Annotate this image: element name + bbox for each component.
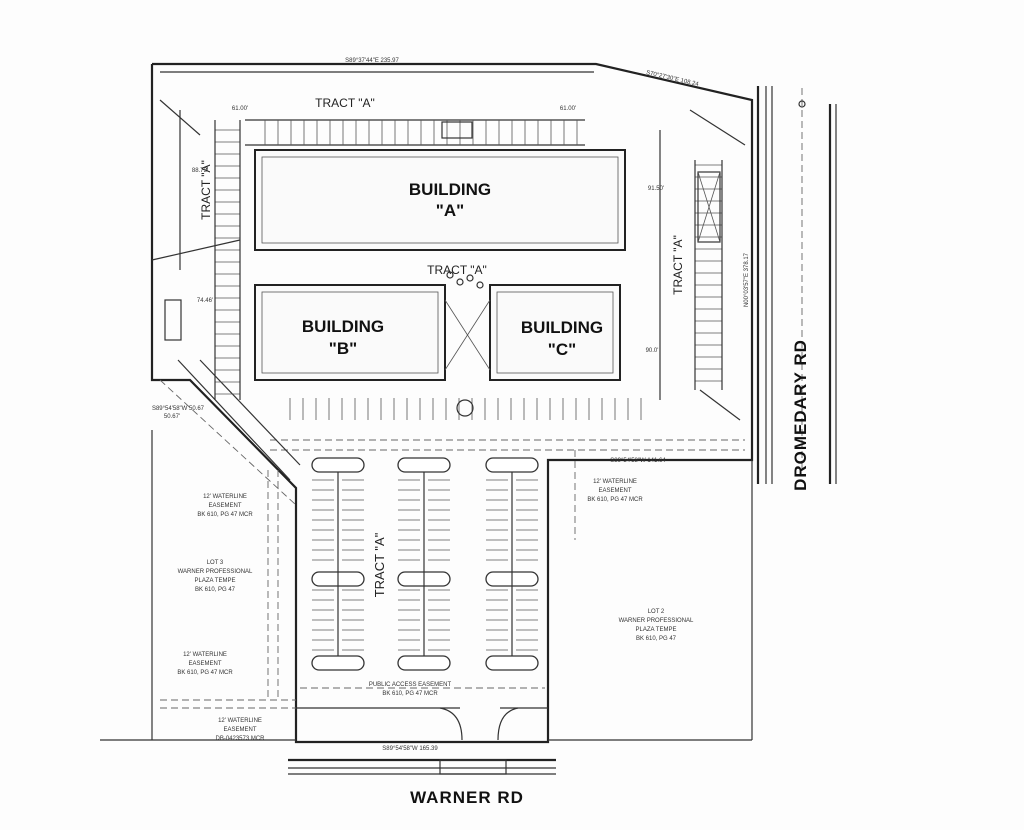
bearing-sw: S89°54'58"W 50.67 <box>152 406 205 412</box>
entry-curve-right <box>497 707 519 741</box>
diag-drive-1 <box>177 359 291 481</box>
dim-91: 91.50' <box>648 186 664 192</box>
north-bearing: S89°37'44"E 235.97 <box>345 58 399 64</box>
svg-text:PLAZA TEMPE: PLAZA TEMPE <box>636 627 677 633</box>
svg-text:LOT 3: LOT 3 <box>207 560 224 566</box>
svg-text:12' WATERLINE: 12' WATERLINE <box>183 652 227 658</box>
entry-curve-left <box>439 707 463 741</box>
svg-text:BK 610, PG 47 MCR: BK 610, PG 47 MCR <box>177 670 233 676</box>
svg-text:BK 610, PG 47 MCR: BK 610, PG 47 MCR <box>587 497 643 503</box>
parking-north <box>245 119 585 146</box>
tract-label-south: TRACT "A" <box>372 532 387 597</box>
building-a-label-line1: BUILDING <box>409 180 491 199</box>
diag-drive-3 <box>159 379 297 506</box>
svg-text:BK 610, PG 47 MCR: BK 610, PG 47 MCR <box>197 512 253 518</box>
lot3-label: LOT 3 WARNER PROFESSIONAL PLAZA TEMPE BK… <box>178 560 253 593</box>
east-ne-diag <box>689 109 746 146</box>
tract-label-center: TRACT "A" <box>427 263 487 277</box>
parking-east-stalls <box>695 164 722 382</box>
dim-88: 88.73' <box>192 168 208 174</box>
building-b-inner <box>261 291 439 374</box>
ne-bearing: S70°27'30"E 108.24 <box>645 70 699 88</box>
svg-text:EASEMENT: EASEMENT <box>223 727 256 733</box>
property-boundary <box>150 62 754 744</box>
building-a-label-line2: "A" <box>436 201 464 220</box>
svg-text:EASEMENT: EASEMENT <box>188 661 221 667</box>
parking-west-stalls <box>215 129 240 395</box>
east-driveway-curve <box>699 389 741 421</box>
diag-drive-2 <box>199 359 301 466</box>
dim-50: 50.67' <box>164 414 180 420</box>
tract-label-top: TRACT "A" <box>315 96 375 110</box>
west-diag-1 <box>159 99 201 136</box>
bearing-south: S89°54'58"W 165.39 <box>382 746 438 752</box>
svg-text:DB-0423573 MCR: DB-0423573 MCR <box>215 736 265 742</box>
tract-label-right: TRACT "A" <box>671 235 685 295</box>
dim-61-right: 61.00' <box>560 106 576 112</box>
dim-61-left: 61.00' <box>232 106 248 112</box>
svg-text:WARNER PROFESSIONAL: WARNER PROFESSIONAL <box>619 618 694 624</box>
driveway-warner <box>439 759 507 775</box>
survey-marker <box>798 100 806 108</box>
building-b-label-line2: "B" <box>329 339 357 358</box>
public-access-label: PUBLIC ACCESS EASEMENT BK 610, PG 47 MCR <box>369 682 452 697</box>
west-trash-enclosure <box>164 299 182 341</box>
road-label-dromedary: DROMEDARY RD <box>791 339 810 491</box>
svg-text:12' WATERLINE: 12' WATERLINE <box>218 718 262 724</box>
waterline-bottom-label: 12' WATERLINE EASEMENT DB-0423573 MCR <box>215 718 265 742</box>
svg-text:BK 610, PG 47 MCR: BK 610, PG 47 MCR <box>382 691 438 697</box>
waterline-low-label: 12' WATERLINE EASEMENT BK 610, PG 47 MCR <box>177 652 233 676</box>
lot2-label: LOT 2 WARNER PROFESSIONAL PLAZA TEMPE BK… <box>619 609 694 642</box>
svg-text:LOT 2: LOT 2 <box>648 609 665 615</box>
south-parking-lot <box>312 479 538 651</box>
courtyard <box>441 121 491 417</box>
svg-text:PLAZA TEMPE: PLAZA TEMPE <box>195 578 236 584</box>
east-vertical-bearing: N00°03'57"E 378.17 <box>744 252 750 307</box>
dim-90: 90.0' <box>646 348 659 354</box>
road-label-warner: WARNER RD <box>410 788 524 807</box>
svg-text:BK 610, PG 47: BK 610, PG 47 <box>195 587 236 593</box>
building-c-label-line2: "C" <box>548 340 576 359</box>
svg-text:EASEMENT: EASEMENT <box>208 503 241 509</box>
building-c-inner <box>496 291 614 374</box>
parking-islands <box>311 457 539 671</box>
bearing-east-mid: S89°54'58"W 141.64 <box>610 458 666 464</box>
building-c-label-line1: BUILDING <box>521 318 603 337</box>
building-b-label-line1: BUILDING <box>302 317 384 336</box>
parking-north-stalls <box>264 120 578 145</box>
waterline-left-label: 12' WATERLINE EASEMENT BK 610, PG 47 MCR <box>197 494 253 518</box>
svg-text:12' WATERLINE: 12' WATERLINE <box>593 479 637 485</box>
dim-74: 74.46' <box>197 298 213 304</box>
building-b-footprint <box>254 284 446 381</box>
building-a-footprint <box>254 149 626 251</box>
east-loading-box <box>697 171 721 243</box>
building-a-inner <box>261 156 619 244</box>
parking-south-stalls <box>289 398 642 420</box>
svg-text:EASEMENT: EASEMENT <box>598 488 631 494</box>
building-c-footprint <box>489 284 621 381</box>
svg-text:BK 610, PG 47: BK 610, PG 47 <box>636 636 677 642</box>
svg-text:12' WATERLINE: 12' WATERLINE <box>203 494 247 500</box>
waterline-right-label: 12' WATERLINE EASEMENT BK 610, PG 47 MCR <box>587 479 643 503</box>
svg-text:PUBLIC ACCESS EASEMENT: PUBLIC ACCESS EASEMENT <box>369 682 452 688</box>
tract-label-left: TRACT "A" <box>199 160 213 220</box>
svg-text:WARNER PROFESSIONAL: WARNER PROFESSIONAL <box>178 569 253 575</box>
west-diag-2 <box>151 239 241 261</box>
